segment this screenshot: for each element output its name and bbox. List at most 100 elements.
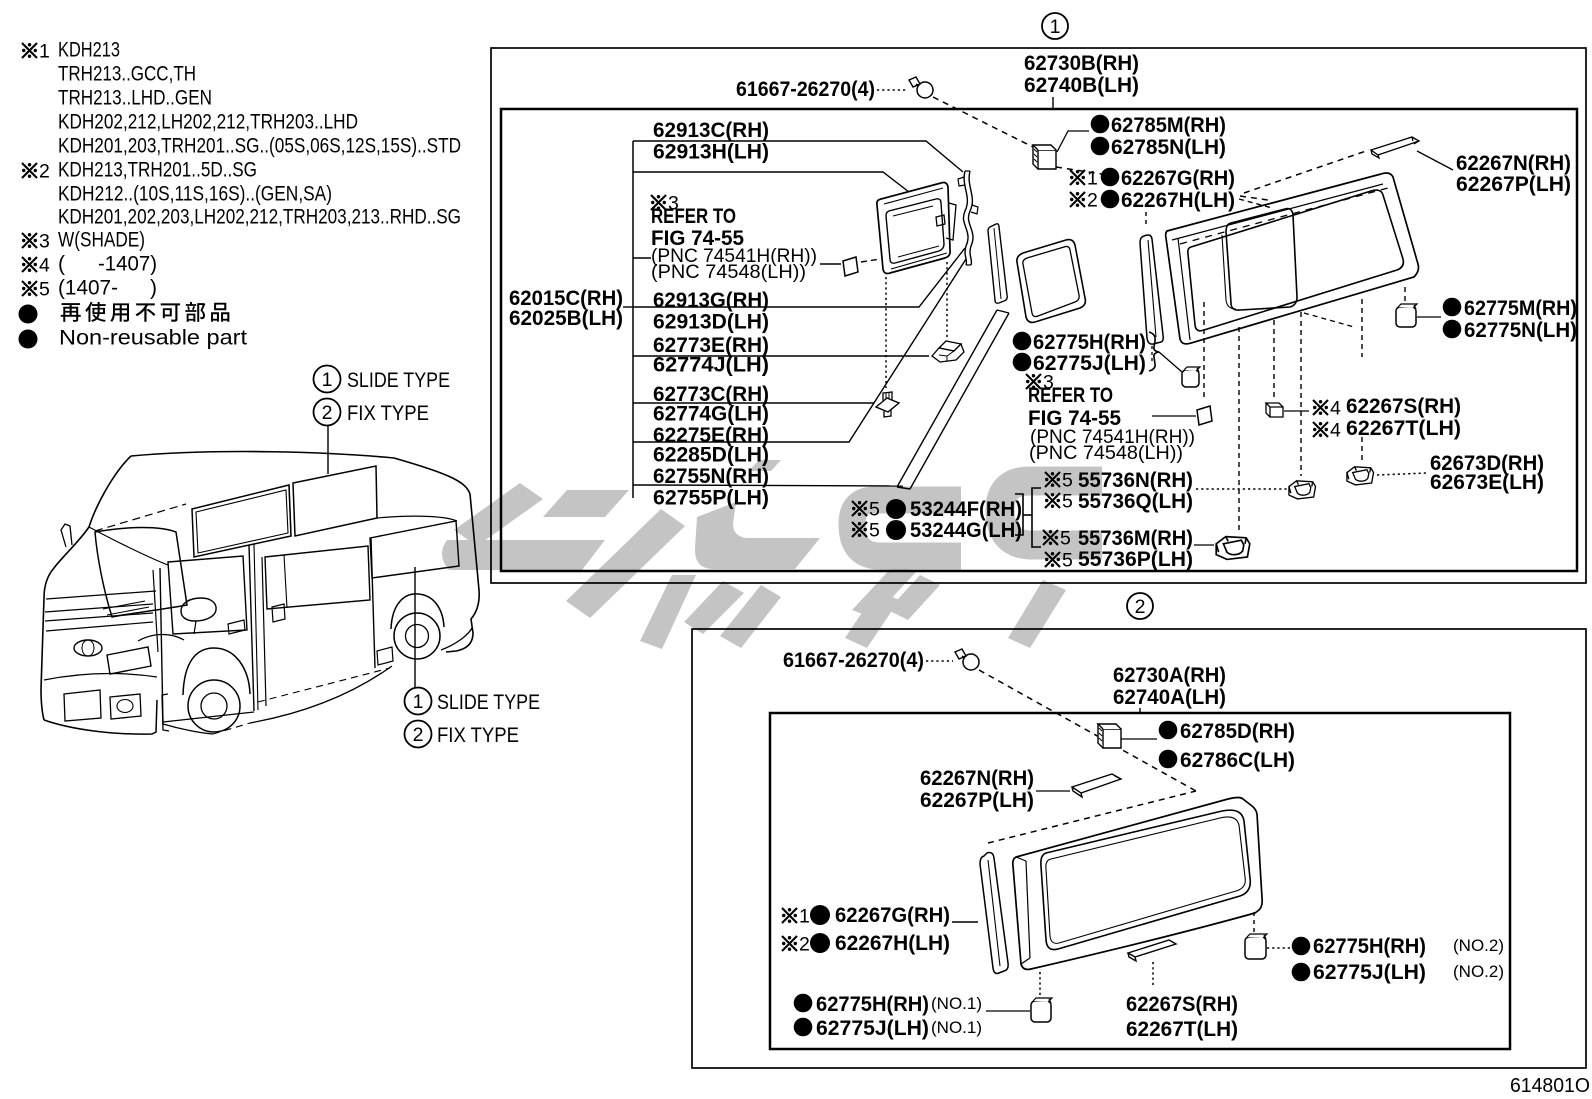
svg-text:53244F(RH): 53244F(RH) — [910, 497, 1022, 521]
svg-text:4: 4 — [1330, 420, 1341, 442]
svg-text:FIX TYPE: FIX TYPE — [347, 402, 429, 425]
svg-text:5: 5 — [1062, 491, 1073, 513]
svg-text:2: 2 — [1087, 190, 1098, 212]
svg-text:62267N(RH): 62267N(RH) — [1456, 151, 1571, 175]
svg-text:(PNC 74541H(RH)): (PNC 74541H(RH)) — [651, 246, 817, 267]
svg-text:5: 5 — [1062, 550, 1073, 572]
svg-text:62267G(RH): 62267G(RH) — [835, 903, 950, 927]
svg-text:62773E(RH): 62773E(RH) — [653, 333, 769, 357]
svg-text:55736Q(LH): 55736Q(LH) — [1078, 489, 1193, 513]
svg-text:(1407-: (1407- — [58, 277, 118, 300]
svg-text:62755N(RH): 62755N(RH) — [653, 464, 769, 488]
svg-text:(: ( — [58, 253, 65, 276]
svg-text:5: 5 — [869, 520, 880, 542]
svg-text:62730B(RH): 62730B(RH) — [1024, 51, 1139, 75]
svg-text:62015C(RH): 62015C(RH) — [509, 286, 623, 310]
svg-text:5: 5 — [39, 279, 50, 301]
svg-text:2: 2 — [39, 161, 50, 183]
svg-text:62775J(LH): 62775J(LH) — [816, 1016, 929, 1040]
svg-text:62775J(LH): 62775J(LH) — [1033, 351, 1146, 375]
svg-text:(PNC 74548(LH)): (PNC 74548(LH)) — [651, 262, 806, 283]
svg-text:1: 1 — [1087, 168, 1098, 190]
svg-text:SLIDE TYPE: SLIDE TYPE — [347, 369, 450, 392]
svg-text:(NO.1): (NO.1) — [931, 994, 982, 1013]
svg-text:KDH213,TRH201..5D..SG: KDH213,TRH201..5D..SG — [58, 159, 257, 182]
svg-text:2: 2 — [1135, 596, 1146, 618]
svg-text:1: 1 — [799, 906, 810, 928]
svg-text:(NO.1): (NO.1) — [931, 1018, 982, 1037]
svg-text:62267P(LH): 62267P(LH) — [1456, 172, 1571, 196]
svg-text:62775J(LH): 62775J(LH) — [1313, 960, 1426, 984]
svg-text:61667-26270(4): 61667-26270(4) — [736, 77, 875, 101]
svg-text:1: 1 — [1050, 16, 1061, 38]
svg-text:62025B(LH): 62025B(LH) — [509, 306, 623, 330]
svg-text:62267N(RH): 62267N(RH) — [920, 766, 1034, 790]
svg-text:62774G(LH): 62774G(LH) — [653, 402, 769, 426]
svg-text:62267S(RH): 62267S(RH) — [1346, 394, 1461, 418]
svg-text:FIG 74-55: FIG 74-55 — [651, 226, 744, 250]
svg-text:2: 2 — [322, 402, 333, 424]
svg-text:Non-reusable part: Non-reusable part — [59, 326, 247, 350]
svg-text:FIG 74-55: FIG 74-55 — [1028, 406, 1121, 430]
svg-text:-1407): -1407) — [98, 253, 157, 276]
svg-text:62267P(LH): 62267P(LH) — [920, 788, 1034, 812]
svg-text:FIX TYPE: FIX TYPE — [437, 724, 519, 747]
svg-text:62913C(RH): 62913C(RH) — [653, 118, 769, 142]
svg-text:53244G(LH): 53244G(LH) — [910, 518, 1022, 542]
svg-text:): ) — [150, 277, 157, 300]
svg-text:62267S(RH): 62267S(RH) — [1126, 992, 1238, 1016]
svg-text:61667-26270(4): 61667-26270(4) — [783, 648, 924, 672]
svg-text:62775H(RH): 62775H(RH) — [816, 992, 929, 1016]
svg-text:(NO.2): (NO.2) — [1453, 936, 1504, 955]
svg-text:SLIDE TYPE: SLIDE TYPE — [437, 691, 540, 714]
svg-text:3: 3 — [1043, 372, 1054, 394]
svg-text:3: 3 — [39, 231, 50, 253]
svg-text:62786C(LH): 62786C(LH) — [1180, 748, 1295, 772]
svg-text:62267T(LH): 62267T(LH) — [1346, 416, 1461, 440]
svg-text:TRH213..LHD..GEN: TRH213..LHD..GEN — [58, 87, 212, 110]
svg-text:1: 1 — [322, 369, 333, 391]
svg-text:1: 1 — [39, 41, 50, 63]
svg-text:62775H(RH): 62775H(RH) — [1033, 330, 1146, 354]
svg-text:62775M(RH): 62775M(RH) — [1464, 296, 1577, 320]
svg-text:62275E(RH): 62275E(RH) — [653, 423, 769, 447]
svg-text:KDH201,203,TRH201..SG..(05S,06: KDH201,203,TRH201..SG..(05S,06S,12S,15S)… — [58, 135, 461, 158]
svg-text:(NO.2): (NO.2) — [1453, 962, 1504, 981]
svg-text:2: 2 — [413, 724, 424, 746]
svg-text:KDH201,202,203,LH202,212,TRH20: KDH201,202,203,LH202,212,TRH203,213..RHD… — [58, 206, 461, 229]
svg-text:62773C(RH): 62773C(RH) — [653, 382, 769, 406]
svg-text:62913H(LH): 62913H(LH) — [653, 140, 769, 164]
svg-text:5: 5 — [869, 499, 880, 521]
svg-text:TRH213..GCC,TH: TRH213..GCC,TH — [58, 63, 196, 86]
svg-text:62673E(LH): 62673E(LH) — [1430, 470, 1544, 494]
svg-text:REFER TO: REFER TO — [651, 204, 736, 228]
svg-text:W(SHADE): W(SHADE) — [58, 229, 145, 252]
svg-text:62785N(LH): 62785N(LH) — [1111, 135, 1226, 159]
svg-text:55736M(RH): 55736M(RH) — [1078, 526, 1193, 550]
svg-text:3: 3 — [668, 193, 679, 215]
svg-text:KDH202,212,LH202,212,TRH203..L: KDH202,212,LH202,212,TRH203..LHD — [58, 111, 358, 134]
svg-text:62740B(LH): 62740B(LH) — [1024, 73, 1139, 97]
svg-text:55736N(RH): 55736N(RH) — [1078, 468, 1193, 492]
svg-text:62730A(RH): 62730A(RH) — [1113, 663, 1226, 687]
svg-text:62267H(LH): 62267H(LH) — [835, 931, 950, 955]
svg-text:5: 5 — [1062, 470, 1073, 492]
svg-text:(PNC 74548(LH)): (PNC 74548(LH)) — [1029, 443, 1183, 464]
svg-text:KDH212..(10S,11S,16S)..(GEN,SA: KDH212..(10S,11S,16S)..(GEN,SA) — [58, 183, 332, 206]
svg-text:614801O: 614801O — [1510, 1074, 1590, 1097]
svg-text:62913D(LH): 62913D(LH) — [653, 310, 769, 334]
svg-text:(PNC 74541H(RH)): (PNC 74541H(RH)) — [1030, 427, 1195, 448]
svg-text:5: 5 — [1060, 528, 1071, 550]
svg-text:KDH213: KDH213 — [58, 39, 120, 62]
svg-text:62755P(LH): 62755P(LH) — [653, 486, 769, 510]
svg-text:62785D(RH): 62785D(RH) — [1180, 719, 1295, 743]
svg-text:62775H(RH): 62775H(RH) — [1313, 934, 1426, 958]
svg-text:4: 4 — [39, 255, 50, 277]
svg-text:62267G(RH): 62267G(RH) — [1121, 166, 1235, 190]
svg-text:55736P(LH): 55736P(LH) — [1078, 547, 1193, 571]
svg-text:1: 1 — [413, 691, 424, 713]
svg-text:2: 2 — [799, 934, 810, 956]
svg-text:62267H(LH): 62267H(LH) — [1121, 188, 1235, 212]
svg-text:REFER TO: REFER TO — [1028, 383, 1113, 407]
svg-text:62285D(LH): 62285D(LH) — [653, 443, 769, 467]
